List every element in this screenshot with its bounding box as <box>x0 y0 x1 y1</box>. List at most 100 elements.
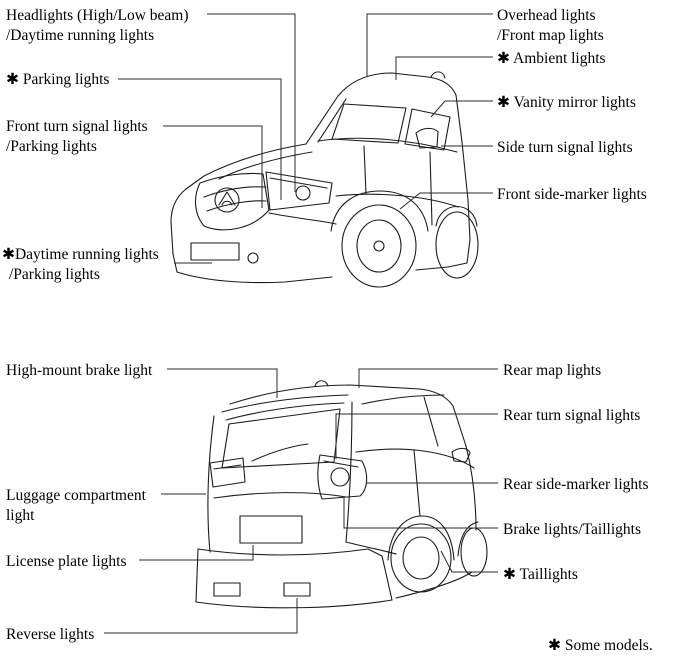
leader-license-plate <box>139 545 254 561</box>
leader-overhead-lights <box>366 13 493 77</box>
label-line: ✱ Taillights <box>503 566 578 583</box>
reverse-light-shape <box>213 582 241 597</box>
a-pillar <box>305 95 339 145</box>
leader-brake-taillights <box>343 498 498 529</box>
front-license-plate <box>190 242 240 261</box>
antenna-fin-icon <box>314 380 329 387</box>
illustration-detail <box>317 98 347 143</box>
headlight-shape <box>265 171 333 211</box>
illustration-detail <box>268 212 337 225</box>
illustration-detail <box>330 467 350 487</box>
roof-line <box>229 384 454 407</box>
label-line: Rear map lights <box>503 362 602 379</box>
rocker-line <box>415 266 449 271</box>
label-overhead-lights: Overhead lights /Front map lights <box>497 6 604 45</box>
leader-front-side-marker <box>399 192 493 210</box>
rear-quarter-window <box>404 108 451 151</box>
label-reverse-lights: Reverse lights <box>6 625 94 645</box>
character-line <box>335 193 459 208</box>
label-front-side-marker: Front side-marker lights <box>497 185 647 205</box>
rear-exterior-illustration <box>195 380 488 609</box>
rear-wheel-arch <box>435 205 478 227</box>
rear-body-edge <box>447 141 471 268</box>
label-line: License plate lights <box>6 553 127 570</box>
side-window-line <box>361 394 445 405</box>
front-fascia <box>170 188 187 255</box>
door-seam <box>429 151 433 226</box>
label-line: Luggage compartment <box>6 487 146 504</box>
label-brake-taillights: Brake lights/Taillights <box>503 520 641 540</box>
leader-headlights <box>207 13 296 192</box>
door-seam <box>363 145 367 195</box>
label-line: Brake lights/Taillights <box>503 521 641 538</box>
bumper-left <box>195 548 199 603</box>
label-taillights-some-models: ✱ Taillights <box>503 565 578 585</box>
label-rear-side-marker: Rear side-marker lights <box>503 475 648 495</box>
label-line: Rear turn signal lights <box>503 407 641 424</box>
leader-taillights-some-models <box>440 550 498 573</box>
d-pillar <box>452 405 467 447</box>
label-side-turn-signal: Side turn signal lights <box>497 138 633 158</box>
rear-wheel <box>435 211 479 279</box>
label-line: ✱ Vanity mirror lights <box>497 94 636 111</box>
footnote-some-models: ✱ Some models. <box>548 637 653 654</box>
leader-rear-turn-signal <box>335 413 498 459</box>
label-line: Front turn signal lights <box>6 118 148 135</box>
leader-lines <box>104 13 498 634</box>
illustration-detail <box>203 186 267 198</box>
illustration-detail <box>206 200 267 212</box>
leader-reverse-lights <box>104 598 298 634</box>
label-line: /Daytime running lights <box>6 26 155 44</box>
label-rear-turn-signal: Rear turn signal lights <box>503 406 640 426</box>
rear-wiper <box>251 443 309 462</box>
b-pillar-line <box>423 396 439 447</box>
label-high-mount-brake: High-mount brake light <box>6 361 152 381</box>
label-line: light <box>6 506 35 524</box>
bumper-right <box>367 548 393 601</box>
leader-parking-lights <box>118 78 282 200</box>
label-front-turn-signal: Front turn signal lights /Parking lights <box>6 117 148 156</box>
label-line: ✱ Parking lights <box>6 71 110 88</box>
hood-line <box>185 143 307 190</box>
tailgate-crease <box>213 492 347 499</box>
label-line: High-mount brake light <box>6 362 153 379</box>
rocker-line <box>395 571 473 599</box>
front-wheel <box>460 527 488 577</box>
label-rear-map-lights: Rear map lights <box>503 361 601 381</box>
label-vanity-mirror: ✱ Vanity mirror lights <box>497 93 636 113</box>
label-line: Front side-marker lights <box>497 186 647 203</box>
side-mirror-shape <box>415 127 439 149</box>
beltline <box>355 448 475 469</box>
illustration-detail <box>373 240 385 252</box>
leader-high-mount-brake <box>167 368 278 398</box>
illustration-detail <box>225 402 345 421</box>
label-luggage-light: Luggage compartment light <box>6 486 146 525</box>
grille <box>195 172 270 231</box>
antenna-fin-icon <box>430 71 446 79</box>
rear-wheel-arch <box>387 515 455 561</box>
leader-front-turn-signal <box>163 125 263 208</box>
quarter-crease <box>345 541 397 555</box>
leader-ambient-lights <box>395 56 493 80</box>
front-wheel-arch <box>330 190 429 232</box>
tailgate-right-edge <box>345 401 353 543</box>
label-ambient-lights: ✱ Ambient lights <box>497 49 606 69</box>
label-daytime-running: ✱Daytime running lights /Parking lights <box>2 245 159 284</box>
headlight-lens <box>295 185 311 201</box>
front-wheel <box>341 204 417 288</box>
label-line: Side turn signal lights <box>497 139 633 156</box>
license-plate <box>239 515 303 544</box>
label-line: Headlights (High/Low beam) <box>6 7 189 24</box>
label-line: Rear side-marker lights <box>503 476 649 493</box>
front-wheel-arch <box>457 521 479 557</box>
label-line: /Parking lights <box>9 265 100 283</box>
reverse-light-shape <box>283 582 311 597</box>
side-body-edge <box>465 445 477 531</box>
leader-vanity-mirror <box>430 100 493 118</box>
label-line: /Front map lights <box>497 26 604 44</box>
fog-light-shape <box>247 252 259 264</box>
beltline <box>317 137 458 153</box>
label-parking-lights: ✱ Parking lights <box>6 70 109 90</box>
